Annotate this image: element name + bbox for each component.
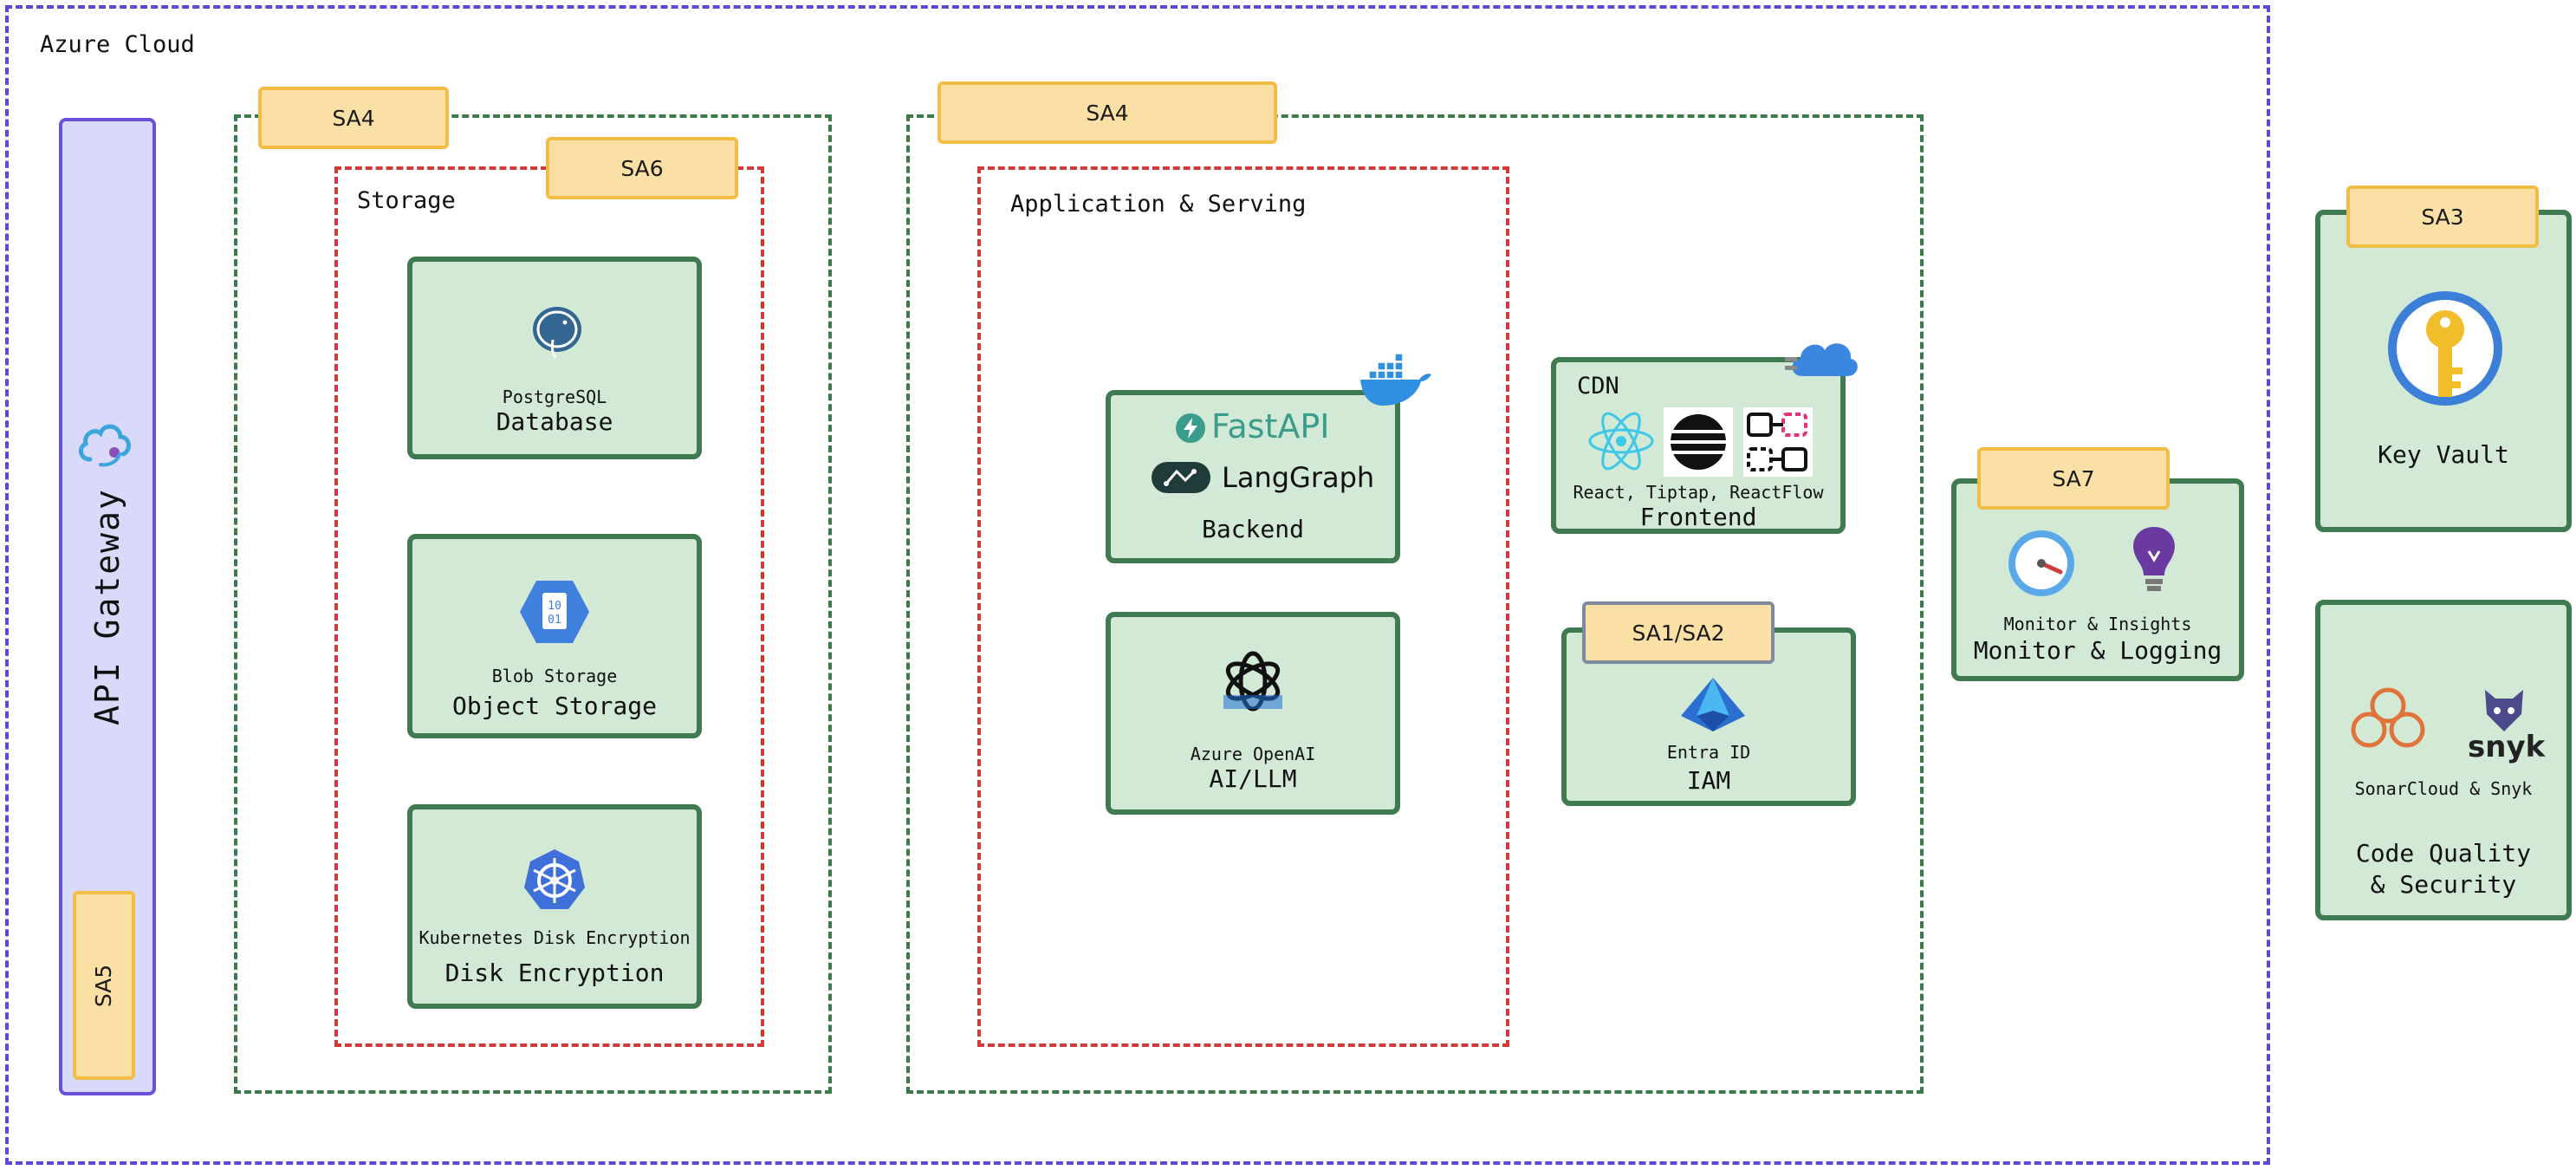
blob-storage-icon: 10 01 [520,581,589,643]
frontend-sub-label: React, Tiptap, ReactFlow [1573,482,1824,503]
database-label: Database [496,407,613,436]
iam-label: IAM [1686,766,1731,795]
tag-sa7: SA7 [1977,447,2170,510]
tag-sa4-storage: SA4 [258,87,449,149]
cloud-cdn-icon [1785,343,1858,376]
insights-bulb-icon [2133,527,2175,591]
object-storage-sub-label: Blob Storage [491,666,618,686]
backend-card[interactable]: FastAPI LangGraph Backend [1106,390,1400,563]
api-management-icon [78,424,131,467]
fastapi-label: FastAPI [1211,407,1330,445]
langgraph-icon [1152,462,1210,493]
fastapi-icon [1176,413,1205,443]
disk-encryption-label: Disk Encryption [444,959,665,987]
database-sub-label: PostgreSQL [502,387,607,407]
code-quality-card[interactable]: snyk SonarCloud & Snyk Code Quality & Se… [2315,600,2572,920]
gauge-icon [2008,530,2074,596]
tag-sa1-sa2: SA1/SA2 [1582,601,1775,664]
langgraph-label: LangGraph [1222,461,1375,494]
sonarcloud-icon [2351,687,2425,748]
code-quality-sub-label: SonarCloud & Snyk [2354,778,2533,799]
monitor-label: Monitor & Logging [1973,636,2222,665]
reactflow-icon [1743,407,1813,477]
tag-sa6: SA6 [546,137,738,199]
snyk-icon [2485,690,2523,731]
object-storage-card[interactable]: 10 01 Blob Storage Object Storage [407,534,702,738]
database-card[interactable]: PostgreSQL Database [407,257,702,459]
azure-cloud-label: Azure Cloud [40,31,195,58]
tag-sa4-app: SA4 [938,81,1277,144]
key-vault-icon [2388,291,2502,406]
frontend-label: Frontend [1639,503,1757,531]
code-quality-label-2: & Security [2370,870,2517,899]
storage-title: Storage [357,187,456,214]
ai-llm-sub-label: Azure OpenAI [1190,744,1316,764]
disk-encryption-card[interactable]: Kubernetes Disk Encryption Disk Encrypti… [407,804,702,1009]
snyk-wordmark: snyk [2468,730,2546,764]
code-quality-label-1: Code Quality [2355,839,2532,868]
docker-icon [1360,353,1431,406]
entra-id-icon [1681,678,1745,731]
disk-encryption-sub-label: Kubernetes Disk Encryption [419,927,691,948]
object-storage-label: Object Storage [451,692,657,720]
svg-text:01: 01 [548,614,561,627]
ai-llm-card[interactable]: Azure OpenAI AI/LLM [1106,612,1400,815]
key-vault-card[interactable]: Key Vault [2315,210,2572,532]
azure-cloud-boundary [5,5,2270,1165]
cdn-label: CDN [1577,373,1619,400]
tag-sa3: SA3 [2346,185,2539,248]
key-vault-label: Key Vault [2378,440,2509,469]
openai-icon [1223,651,1282,712]
api-gateway-label: API Gateway [88,488,127,725]
ai-llm-label: AI/LLM [1209,764,1297,793]
tiptap-icon [1664,407,1733,477]
frontend-card[interactable]: CDN React, Tiptap, ReactFlow Frontend [1551,357,1846,534]
application-title: Application & Serving [1010,191,1307,218]
react-icon [1588,412,1654,471]
storage-security-group [234,114,832,1094]
monitor-sub-label: Monitor & Insights [2003,614,2192,634]
iam-sub-label: Entra ID [1666,742,1751,763]
tag-sa5: SA5 [73,891,135,1080]
backend-label: Backend [1201,515,1304,543]
application-zone [977,166,1509,1047]
kubernetes-icon [524,849,585,909]
svg-text:10: 10 [548,600,561,613]
api-gateway[interactable]: API Gateway SA5 [59,118,156,1095]
application-security-group [906,114,1924,1094]
postgresql-icon [533,307,581,359]
